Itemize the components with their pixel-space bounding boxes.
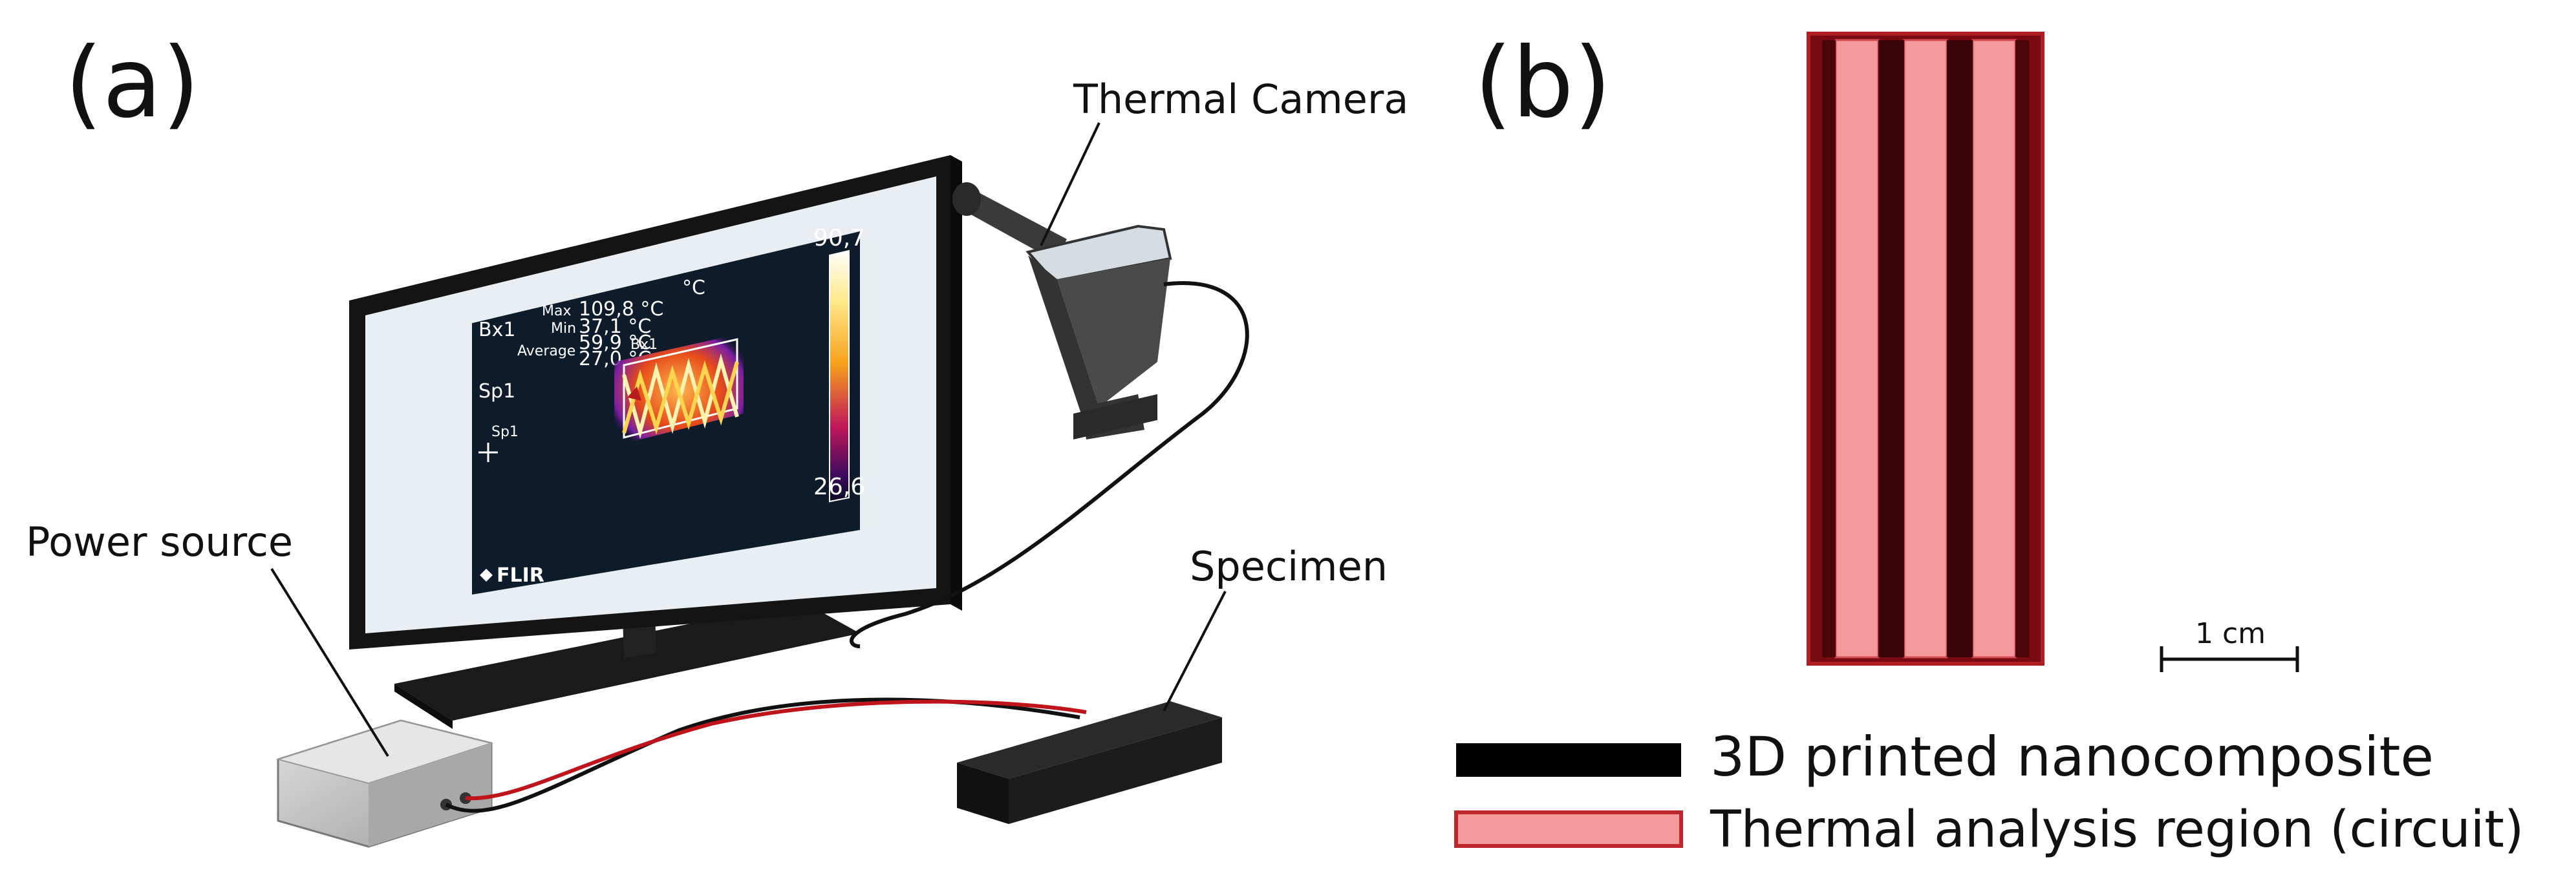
legend-label-nanocomposite: 3D printed nanocomposite [1710, 725, 2434, 788]
specimen-label: Specimen [1190, 543, 1388, 590]
scale-bar-label: 1 cm [2195, 617, 2266, 650]
crosshair-icon [478, 443, 498, 462]
svg-text:FLIR: FLIR [497, 564, 544, 587]
legend-swatch-nanocomposite [1456, 743, 1681, 777]
circuit-track-3 [1971, 39, 2017, 659]
panel-b-label: (b) [1474, 27, 1611, 140]
circuit-track-1 [1834, 39, 1880, 659]
readout-average-value: 59,9 °C [579, 332, 651, 354]
thermal-camera [952, 182, 1172, 439]
thermal-camera-label: Thermal Camera [1073, 76, 1408, 123]
legend-swatch-thermal-region [1454, 810, 1683, 848]
scale-max-label: 90,7 [813, 225, 865, 251]
scale-min-label: 26,6 [813, 474, 865, 500]
red-wire [465, 699, 1087, 801]
color-scale-bar [829, 249, 850, 503]
panel-a-label: (a) [65, 27, 200, 140]
readout-min-label: Min [551, 321, 576, 337]
legend: 3D printed nanocomposite Thermal analysi… [1454, 725, 2524, 859]
specimen-top-view [1807, 32, 2045, 666]
readout-box-tag: Bx1 [630, 337, 658, 353]
callout-thermal-camera: Thermal Camera [1040, 76, 1408, 246]
thermal-readout: Bx1 Max 109,8 °C °C Min 37,1 °C Average … [478, 225, 865, 587]
hotspot-marker-icon [627, 386, 641, 401]
panel-a: (a) Bx1 Max 109,8 °C °C Min 37,1 °C Aver… [26, 27, 1408, 848]
callout-specimen: Specimen [1163, 543, 1388, 712]
readout-max-label: Max [542, 303, 571, 319]
panel-b: (b) 1 cm 3D printed nanocomposite Therma… [1454, 27, 2524, 859]
legend-label-thermal-region: Thermal analysis region (circuit) [1710, 801, 2524, 859]
readout-spot-name: Sp1 [478, 380, 515, 403]
scale-bar: 1 cm [2160, 617, 2299, 672]
circuit-track-2 [1903, 39, 1948, 659]
flir-logo: FLIR [480, 564, 544, 587]
readout-max-value: 109,8 °C [579, 298, 663, 321]
camera-cable [850, 281, 1249, 648]
spot-marker-label: Sp1 [491, 424, 519, 440]
specimen [957, 701, 1222, 824]
power-source-label: Power source [26, 518, 293, 565]
readout-average-label: Average [517, 343, 575, 359]
readout-box-name: Bx1 [478, 319, 515, 341]
readout-min-value: 37,1 °C [579, 315, 651, 338]
callout-power-source: Power source [26, 518, 389, 757]
readout-unit: °C [682, 277, 705, 299]
power-source [275, 719, 494, 848]
